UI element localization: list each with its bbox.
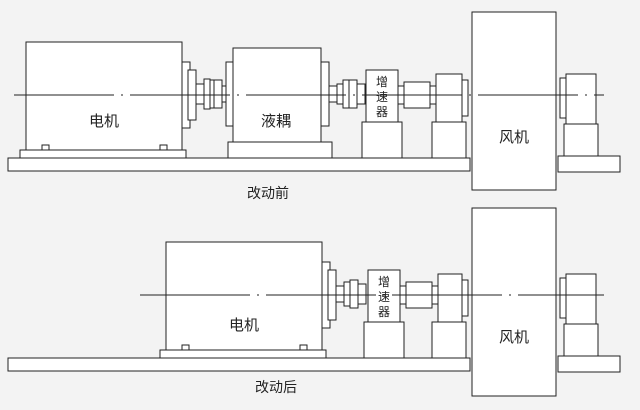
top-gearbox-label-3: 器 bbox=[376, 105, 388, 119]
top-fan bbox=[471, 11, 557, 191]
top-fluid-coupling bbox=[225, 47, 333, 159]
top-baseplate bbox=[7, 157, 471, 172]
top-coupling-2 bbox=[328, 79, 366, 109]
bottom-bearing-1 bbox=[431, 273, 469, 359]
bottom-gearbox-label-3: 器 bbox=[378, 305, 390, 319]
top-coupling-1 bbox=[195, 78, 229, 110]
bottom-motor bbox=[159, 241, 337, 359]
top-gearbox-label-1: 增 bbox=[376, 75, 388, 89]
top-bearing-1 bbox=[431, 73, 469, 159]
bottom-motor-label: 电机 bbox=[229, 316, 259, 334]
before-diagram bbox=[7, 11, 621, 191]
top-fan-label: 风机 bbox=[499, 128, 529, 146]
bottom-fan-label: 风机 bbox=[499, 328, 529, 346]
top-caption: 改动前 bbox=[247, 185, 289, 202]
bottom-gearbox bbox=[363, 269, 405, 359]
bottom-right-baseplate bbox=[557, 355, 621, 373]
bottom-bearing-2 bbox=[559, 273, 599, 357]
bottom-fan bbox=[471, 207, 557, 397]
top-bearing-2 bbox=[559, 73, 599, 157]
bottom-gearbox-label-2: 速 bbox=[378, 290, 390, 304]
top-motor-label: 电机 bbox=[89, 112, 119, 130]
top-right-baseplate bbox=[557, 155, 621, 173]
top-gearbox-label-2: 速 bbox=[376, 90, 388, 104]
top-coupling-label: 液耦 bbox=[261, 112, 291, 130]
bottom-caption: 改动后 bbox=[255, 380, 297, 396]
top-motor bbox=[19, 41, 197, 159]
top-gearbox bbox=[361, 69, 403, 159]
after-diagram bbox=[7, 207, 621, 397]
bottom-gearbox-label-1: 增 bbox=[378, 275, 390, 289]
bottom-baseplate bbox=[7, 357, 471, 372]
bottom-coupling bbox=[335, 279, 367, 309]
